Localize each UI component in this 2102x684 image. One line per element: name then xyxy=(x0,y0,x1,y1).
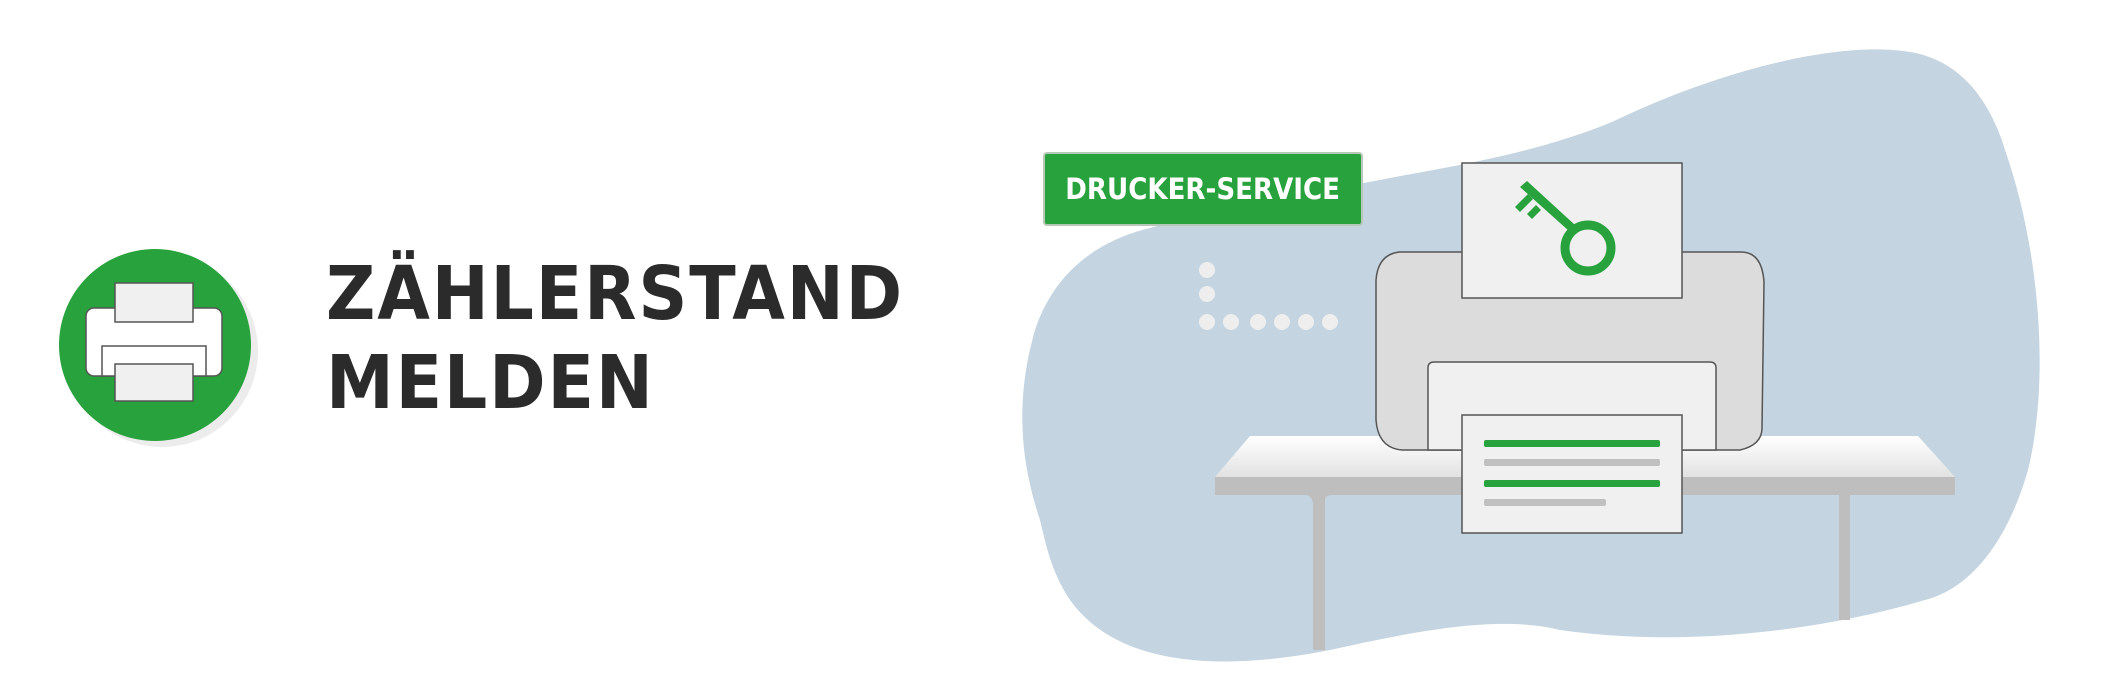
page-title: ZÄHLERSTAND MELDEN xyxy=(326,250,904,428)
title-line-2: MELDEN xyxy=(326,340,655,426)
title-line-1: ZÄHLERSTAND xyxy=(326,251,904,337)
key-icon xyxy=(1515,181,1616,276)
printer-service-badge: DRUCKER-SERVICE xyxy=(1043,152,1363,226)
printer-service-illustration xyxy=(1022,49,2040,662)
badge-label: DRUCKER-SERVICE xyxy=(1065,172,1341,206)
printer-logo xyxy=(58,248,258,448)
printer-icon xyxy=(59,249,258,447)
printer xyxy=(1375,162,1765,534)
dots-decoration xyxy=(1199,262,1338,330)
printed-paper xyxy=(1461,414,1683,534)
